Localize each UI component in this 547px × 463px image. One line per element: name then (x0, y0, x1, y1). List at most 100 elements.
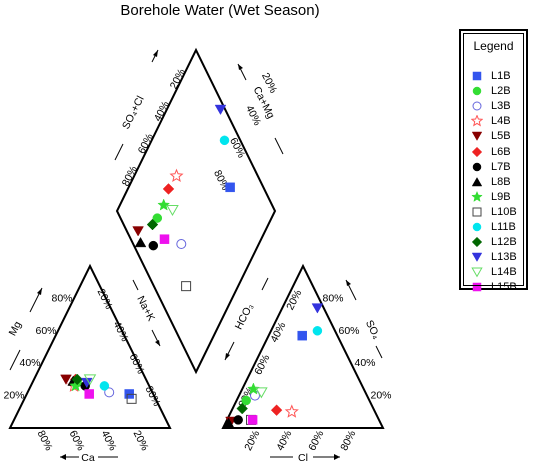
legend-label: L5B (491, 130, 511, 143)
tick-cation-mg: 40% (19, 357, 40, 369)
legend-marker-icon (471, 236, 483, 248)
legend-marker-icon (472, 86, 482, 96)
legend-item: L12B (471, 234, 517, 250)
data-points (60, 104, 324, 428)
point-l15b-diamond (159, 234, 170, 244)
point-l15b-cation (84, 389, 94, 399)
tick-diamond-so4cl: 80% (120, 164, 140, 188)
tick-anion-cl: 60% (306, 429, 326, 453)
point-l8b-diamond (134, 236, 147, 248)
legend-item: L7B (471, 159, 511, 175)
point-l4b-anion (284, 404, 299, 418)
point-l14b-diamond (166, 205, 179, 216)
legend-item: L5B (471, 128, 511, 144)
point-l3b-cation (104, 387, 115, 398)
point-l3b-diamond (176, 239, 187, 250)
point-l6b-anion (270, 404, 283, 416)
point-l13b-anion (311, 303, 324, 314)
legend-marker-icon (471, 146, 483, 157)
tick-anion-hco3: 60% (252, 353, 272, 377)
cation-mg-axis-title: Mg (7, 287, 43, 371)
tick-cation-ca: 60% (67, 429, 87, 453)
cation-triangle (8, 263, 172, 429)
legend-item: L4B (471, 113, 511, 129)
tick-anion-cl: 80% (338, 429, 358, 453)
legend-label: L10B (491, 205, 517, 218)
legend-label: L4B (491, 115, 511, 128)
legend-label: L1B (491, 70, 511, 82)
tick-anion-so4: 20% (370, 390, 391, 402)
legend-item: L2B (471, 83, 511, 99)
tick-cation-mg: 20% (3, 390, 24, 402)
point-l14b-cation (83, 374, 97, 386)
legend-item: L10B (471, 204, 517, 220)
legend-marker-icon (472, 207, 482, 217)
point-l2b-anion (241, 395, 251, 406)
point-l2b-diamond (152, 213, 163, 223)
tick-labels: 20% 40% 60% 80% 80% 60% 40% 20% 20% 40% 60% 80% 80% 6… (3, 67, 391, 453)
legend-marker-icon (471, 176, 483, 186)
tick-anion-so4: 40% (354, 357, 375, 369)
tick-cation-nak: 80% (143, 384, 163, 408)
tick-cation-ca: 80% (35, 429, 55, 453)
point-l7b-anion (233, 415, 243, 425)
legend-marker-icon (471, 267, 483, 278)
point-l1b-anion (297, 330, 307, 341)
legend-marker-icon (472, 162, 482, 171)
legend-label: L8B (491, 175, 511, 188)
cation-mg-label: Mg (7, 319, 24, 338)
legend-marker-icon (471, 132, 483, 142)
legend-label: L3B (491, 100, 511, 113)
anion-so4-axis-title: SO₄ (345, 279, 383, 359)
tick-cation-mg: 80% (51, 292, 72, 304)
tick-anion-so4: 60% (338, 325, 359, 337)
point-l6b-diamond (162, 183, 175, 195)
legend-item: L1B (471, 68, 511, 84)
legend-label: L12B (491, 236, 517, 249)
anion-so4-label: SO₄ (363, 318, 383, 341)
diamond-so4cl-label: SO₄+Cl (120, 94, 147, 131)
tick-cation-ca: 40% (99, 429, 119, 453)
legend-item: L15B (471, 279, 517, 295)
cation-ca-axis-title: Ca (60, 452, 118, 463)
point-l9b-diamond (157, 198, 171, 211)
tick-anion-hco3: 40% (268, 320, 288, 344)
point-l11b-anion (312, 326, 323, 336)
legend-label: L9B (491, 190, 511, 203)
chart-title: Borehole Water (Wet Season) (120, 2, 320, 19)
legend-item: L3B (471, 98, 511, 114)
point-l10b-diamond (181, 281, 192, 292)
point-l1b-diamond (225, 182, 235, 193)
legend-label: L13B (491, 251, 517, 264)
legend-item: L8B (471, 174, 511, 190)
point-l15b-anion (247, 415, 258, 425)
point-l5b-diamond (132, 226, 144, 237)
tick-cation-nak: 40% (111, 319, 131, 343)
point-l14b-anion (255, 387, 268, 399)
point-l9b-anion (246, 382, 260, 395)
point-l12b-anion (236, 402, 248, 415)
legend-marker-icon (471, 115, 483, 127)
legend-label: L2B (491, 85, 511, 98)
tick-anion-hco3: 20% (284, 288, 304, 312)
point-l7b-diamond (148, 240, 159, 251)
point-l13b-diamond (214, 104, 227, 116)
legend-label: L14B (491, 266, 517, 279)
point-l10b-cation (126, 393, 137, 404)
legend-marker-icon (472, 283, 482, 292)
legend-item: L9B (471, 189, 511, 205)
tick-anion-so4: 80% (322, 292, 343, 304)
legend-marker-icon (472, 71, 482, 81)
tick-cation-nak: 20% (95, 287, 115, 311)
tick-diamond-so4cl: 60% (136, 132, 156, 156)
tick-cation-mg: 60% (35, 325, 56, 337)
legend-marker-icon (471, 252, 483, 263)
legend-marker-icon (472, 222, 482, 232)
point-l12b-diamond (146, 218, 159, 231)
legend-label: L6B (491, 145, 511, 158)
legend-label: L7B (491, 160, 511, 173)
tick-diamond-camg: 60% (227, 136, 247, 160)
tick-anion-cl: 20% (242, 429, 262, 453)
tick-anion-cl: 40% (274, 429, 294, 453)
